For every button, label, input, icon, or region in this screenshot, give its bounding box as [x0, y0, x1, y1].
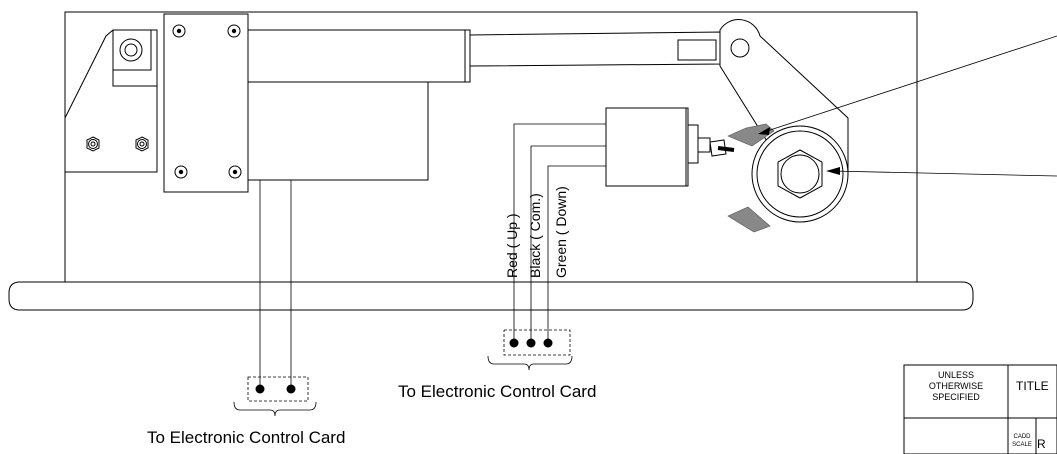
- callout-leader-top: [758, 35, 1057, 135]
- screw-bottom-right: [228, 165, 242, 179]
- cam-lobe-top: [727, 123, 775, 147]
- hex-nut-right: [135, 136, 149, 152]
- motor-housing: [247, 81, 429, 181]
- title-block-otherwise: OTHERWISE: [929, 381, 983, 391]
- title-block-unless: UNLESS: [938, 370, 974, 380]
- wire-label-green: Green ( Down): [553, 186, 569, 278]
- callout-leader-bottom: [826, 167, 1057, 177]
- actuator-rod: [469, 31, 723, 67]
- screw-top-left: [172, 24, 186, 38]
- connector-right: [487, 329, 573, 371]
- actuator-cylinder: [247, 29, 471, 83]
- title-block: [903, 364, 1057, 454]
- left-bracket: [64, 29, 158, 173]
- switch-plunger: [717, 146, 735, 152]
- screw-top-right: [227, 24, 241, 38]
- switch-wires: [513, 123, 606, 343]
- title-block-cadd: CADD: [1013, 434, 1031, 440]
- title-block-scale: SCALE: [1012, 442, 1032, 448]
- motor-wires: [259, 180, 292, 389]
- base-rail: [8, 281, 974, 311]
- hex-nut-left: [86, 136, 100, 152]
- control-card-label-left: To Electronic Control Card: [147, 428, 345, 447]
- title-block-title-label: TITLE: [1016, 379, 1049, 393]
- actuator-plate: [163, 13, 249, 193]
- cam-wheel: [751, 125, 849, 223]
- title-block-cut-letter: R: [1037, 437, 1046, 451]
- cam-lobe-bottom: [727, 206, 771, 233]
- wire-label-red: Red ( Up ): [504, 213, 520, 278]
- control-card-label-right: To Electronic Control Card: [398, 382, 596, 401]
- wire-label-black: Black ( Com.): [527, 193, 543, 278]
- screw-bottom-left: [174, 165, 188, 179]
- title-block-specified: SPECIFIED: [932, 392, 980, 402]
- connector-left: [233, 376, 317, 417]
- limit-switch: [605, 107, 735, 187]
